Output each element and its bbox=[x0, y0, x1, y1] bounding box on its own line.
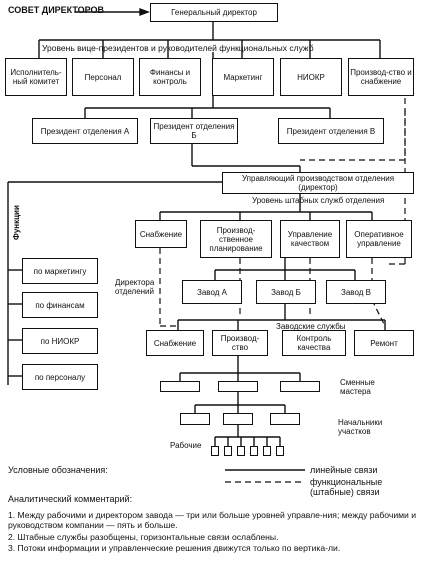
plant-b: Завод Б bbox=[256, 280, 316, 304]
vp-level-label: Уровень вице-президентов и руководителей… bbox=[42, 43, 314, 53]
vp-box-executive-committee: Исполнитель-ный комитет bbox=[5, 58, 67, 96]
legend-functional: функциональные (штабные) связи bbox=[310, 477, 383, 497]
section-head-box bbox=[270, 413, 300, 425]
worker-box bbox=[237, 446, 245, 456]
plant-directors-label: Директора отделений bbox=[115, 278, 155, 296]
service-quality-control: Контроль качества bbox=[282, 330, 346, 356]
vp-box-marketing: Маркетинг bbox=[212, 58, 274, 96]
service-repair: Ремонт bbox=[354, 330, 414, 356]
president-division-b: Президент отделения Б bbox=[150, 118, 238, 144]
board-label: СОВЕТ ДИРЕКТОРОВ bbox=[8, 5, 105, 15]
service-supply: Снабжение bbox=[146, 330, 204, 356]
shift-master-box bbox=[160, 381, 200, 392]
worker-box bbox=[250, 446, 258, 456]
function-personnel: по персоналу bbox=[22, 364, 98, 390]
section-head-box bbox=[223, 413, 253, 425]
function-finance: по финансам bbox=[22, 292, 98, 318]
function-marketing: по маркетингу bbox=[22, 258, 98, 284]
comment-item-2: 2. Штабные службы разобщены, горизонталь… bbox=[8, 532, 279, 542]
worker-box bbox=[224, 446, 232, 456]
legend-title: Условные обозначения: bbox=[8, 465, 108, 475]
plant-a: Завод А bbox=[182, 280, 242, 304]
division-manager-box: Управляющий производством отделения (дир… bbox=[222, 172, 414, 194]
ceo-box: Генеральный директор bbox=[150, 3, 278, 22]
worker-box bbox=[276, 446, 284, 456]
staff-level-label: Уровень штабных служб отделения bbox=[252, 196, 385, 205]
vp-box-personnel: Персонал bbox=[72, 58, 134, 96]
section-heads-label: Начальники участков bbox=[338, 418, 383, 436]
shift-master-box bbox=[218, 381, 258, 392]
president-division-a: Президент отделения А bbox=[32, 118, 138, 144]
worker-box bbox=[263, 446, 271, 456]
plant-c: Завод В bbox=[326, 280, 386, 304]
function-rnd: по НИОКР bbox=[22, 328, 98, 354]
section-head-box bbox=[180, 413, 210, 425]
staff-box-planning: Производ-ственное планирование bbox=[200, 220, 272, 258]
plant-services-label: Заводские службы bbox=[276, 322, 346, 331]
vp-box-production-supply: Производ-ство и снабжение bbox=[348, 58, 414, 96]
service-production: Производ-ство bbox=[212, 330, 268, 356]
vp-box-finance: Финансы и контроль bbox=[139, 58, 201, 96]
worker-box bbox=[211, 446, 219, 456]
comment-title: Аналитический комментарий: bbox=[8, 494, 133, 504]
shift-masters-label: Сменные мастера bbox=[340, 378, 375, 396]
president-division-c: Президент отделения В bbox=[278, 118, 384, 144]
comment-item-3: 3. Потоки информации и управленческие ре… bbox=[8, 543, 341, 553]
vp-box-rnd: НИОКР bbox=[280, 58, 342, 96]
staff-box-operations: Оперативное управление bbox=[346, 220, 412, 258]
functions-label: Функции bbox=[12, 205, 21, 240]
legend-line: линейные связи bbox=[310, 465, 378, 475]
shift-master-box bbox=[280, 381, 320, 392]
staff-box-supply: Снабжение bbox=[135, 220, 187, 248]
comment-item-1: 1. Между рабочими и директором завода — … bbox=[8, 510, 417, 530]
staff-box-quality: Управление качеством bbox=[280, 220, 340, 258]
workers-label: Рабочие bbox=[170, 441, 202, 450]
